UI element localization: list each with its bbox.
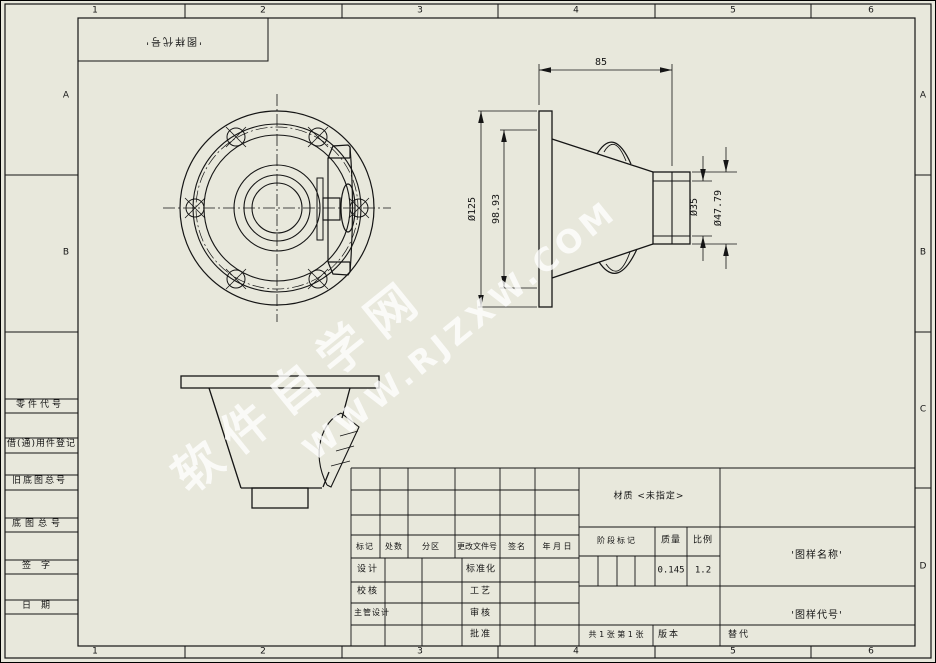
tb-stage-label: 阶段标记 bbox=[597, 536, 637, 545]
margin-label-old-base-no: 旧底图总号 bbox=[12, 476, 68, 486]
tb-version-label: 版本 bbox=[658, 630, 681, 640]
sheet-frame bbox=[4, 3, 932, 659]
tb-material: 材质 <未指定> bbox=[613, 491, 685, 502]
tb-drawing-name: '图样名称' bbox=[791, 550, 843, 561]
zone-top-6: 6 bbox=[868, 5, 874, 16]
dim-text-neck-outer-dia: Ø47.79 bbox=[713, 189, 724, 227]
boss-bump-top bbox=[596, 141, 632, 165]
tb-role-audit: 审核 bbox=[469, 608, 493, 619]
margin-label-date: 日期 bbox=[22, 601, 61, 611]
zone-left-a: A bbox=[62, 90, 70, 101]
dim-text-neck-inner-dia: Ø35 bbox=[689, 197, 700, 217]
tb-header-count: 处数 bbox=[385, 542, 403, 551]
tb-role-check: 校核 bbox=[356, 586, 380, 597]
corner-drawing-code: '图样代号' bbox=[144, 35, 202, 46]
dim-text-85: 85 bbox=[594, 57, 608, 68]
side-boss-bottom bbox=[318, 412, 360, 488]
dim-85 bbox=[538, 64, 673, 166]
tb-scale-value: 1.2 bbox=[694, 565, 712, 576]
boss-bump-bottom bbox=[598, 248, 638, 274]
zone-right-d: D bbox=[919, 561, 927, 572]
tb-header-zone: 分区 bbox=[422, 542, 440, 551]
tb-role-chief-design: 主管设计 bbox=[354, 608, 390, 617]
tb-role-approve: 批准 bbox=[469, 629, 493, 640]
centerlines bbox=[163, 94, 391, 322]
tb-replace-label: 替代 bbox=[728, 630, 751, 640]
dim-text-mouth-dia: 98.93 bbox=[491, 193, 502, 225]
side-view bbox=[538, 110, 691, 308]
tb-header-doc-no: 更改文件号 bbox=[457, 542, 497, 551]
zone-bottom-4: 4 bbox=[573, 646, 579, 657]
margin-label-base-no: 底图总号 bbox=[12, 519, 65, 529]
side-boss-front bbox=[316, 144, 356, 276]
dim-mouth bbox=[500, 129, 537, 289]
tb-mass-label: 质量 bbox=[660, 535, 682, 546]
margin-label-part-code: 零件代号 bbox=[16, 400, 65, 410]
bolt-circle bbox=[195, 126, 359, 290]
margin-attachment-boxes bbox=[5, 398, 78, 615]
front-view bbox=[163, 94, 391, 322]
tb-scale-label: 比例 bbox=[692, 535, 714, 546]
tb-role-design: 设计 bbox=[356, 564, 380, 575]
zone-top-3: 3 bbox=[417, 5, 423, 16]
tb-role-standardize: 标准化 bbox=[465, 564, 497, 575]
dimensions bbox=[478, 64, 737, 308]
dim-flange-dia bbox=[478, 110, 537, 308]
tb-header-mark: 标记 bbox=[356, 542, 374, 551]
margin-label-signature: 签字 bbox=[22, 561, 61, 571]
tb-mass-value: 0.145 bbox=[657, 565, 685, 576]
zone-right-b: B bbox=[919, 247, 927, 258]
zone-bottom-5: 5 bbox=[730, 646, 736, 657]
zone-bottom-2: 2 bbox=[260, 646, 266, 657]
zone-bottom-6: 6 bbox=[868, 646, 874, 657]
dim-neck-outer bbox=[692, 147, 737, 269]
title-block-grid bbox=[350, 467, 915, 646]
tb-drawing-code: '图样代号' bbox=[791, 610, 843, 621]
zone-right-a: A bbox=[919, 90, 927, 101]
tb-header-date: 年 月 日 bbox=[542, 542, 572, 551]
bolt-holes bbox=[184, 126, 370, 290]
tb-sheet-info: 共 1 张 第 1 张 bbox=[588, 630, 644, 639]
zone-top-5: 5 bbox=[730, 5, 736, 16]
zone-right-c: C bbox=[919, 404, 927, 415]
zone-top-4: 4 bbox=[573, 5, 579, 16]
zone-bottom-1: 1 bbox=[92, 646, 98, 657]
margin-label-borrowed: 借(通)用件登记 bbox=[7, 439, 77, 449]
bottom-view bbox=[180, 375, 380, 509]
zone-top-1: 1 bbox=[92, 5, 98, 16]
zone-top-2: 2 bbox=[260, 5, 266, 16]
zone-bottom-3: 3 bbox=[417, 646, 423, 657]
zone-left-b: B bbox=[62, 247, 70, 258]
dim-text-flange-dia: Ø125 bbox=[467, 196, 478, 222]
tb-header-sign: 签名 bbox=[508, 542, 526, 551]
tb-role-process: 工艺 bbox=[469, 586, 493, 597]
